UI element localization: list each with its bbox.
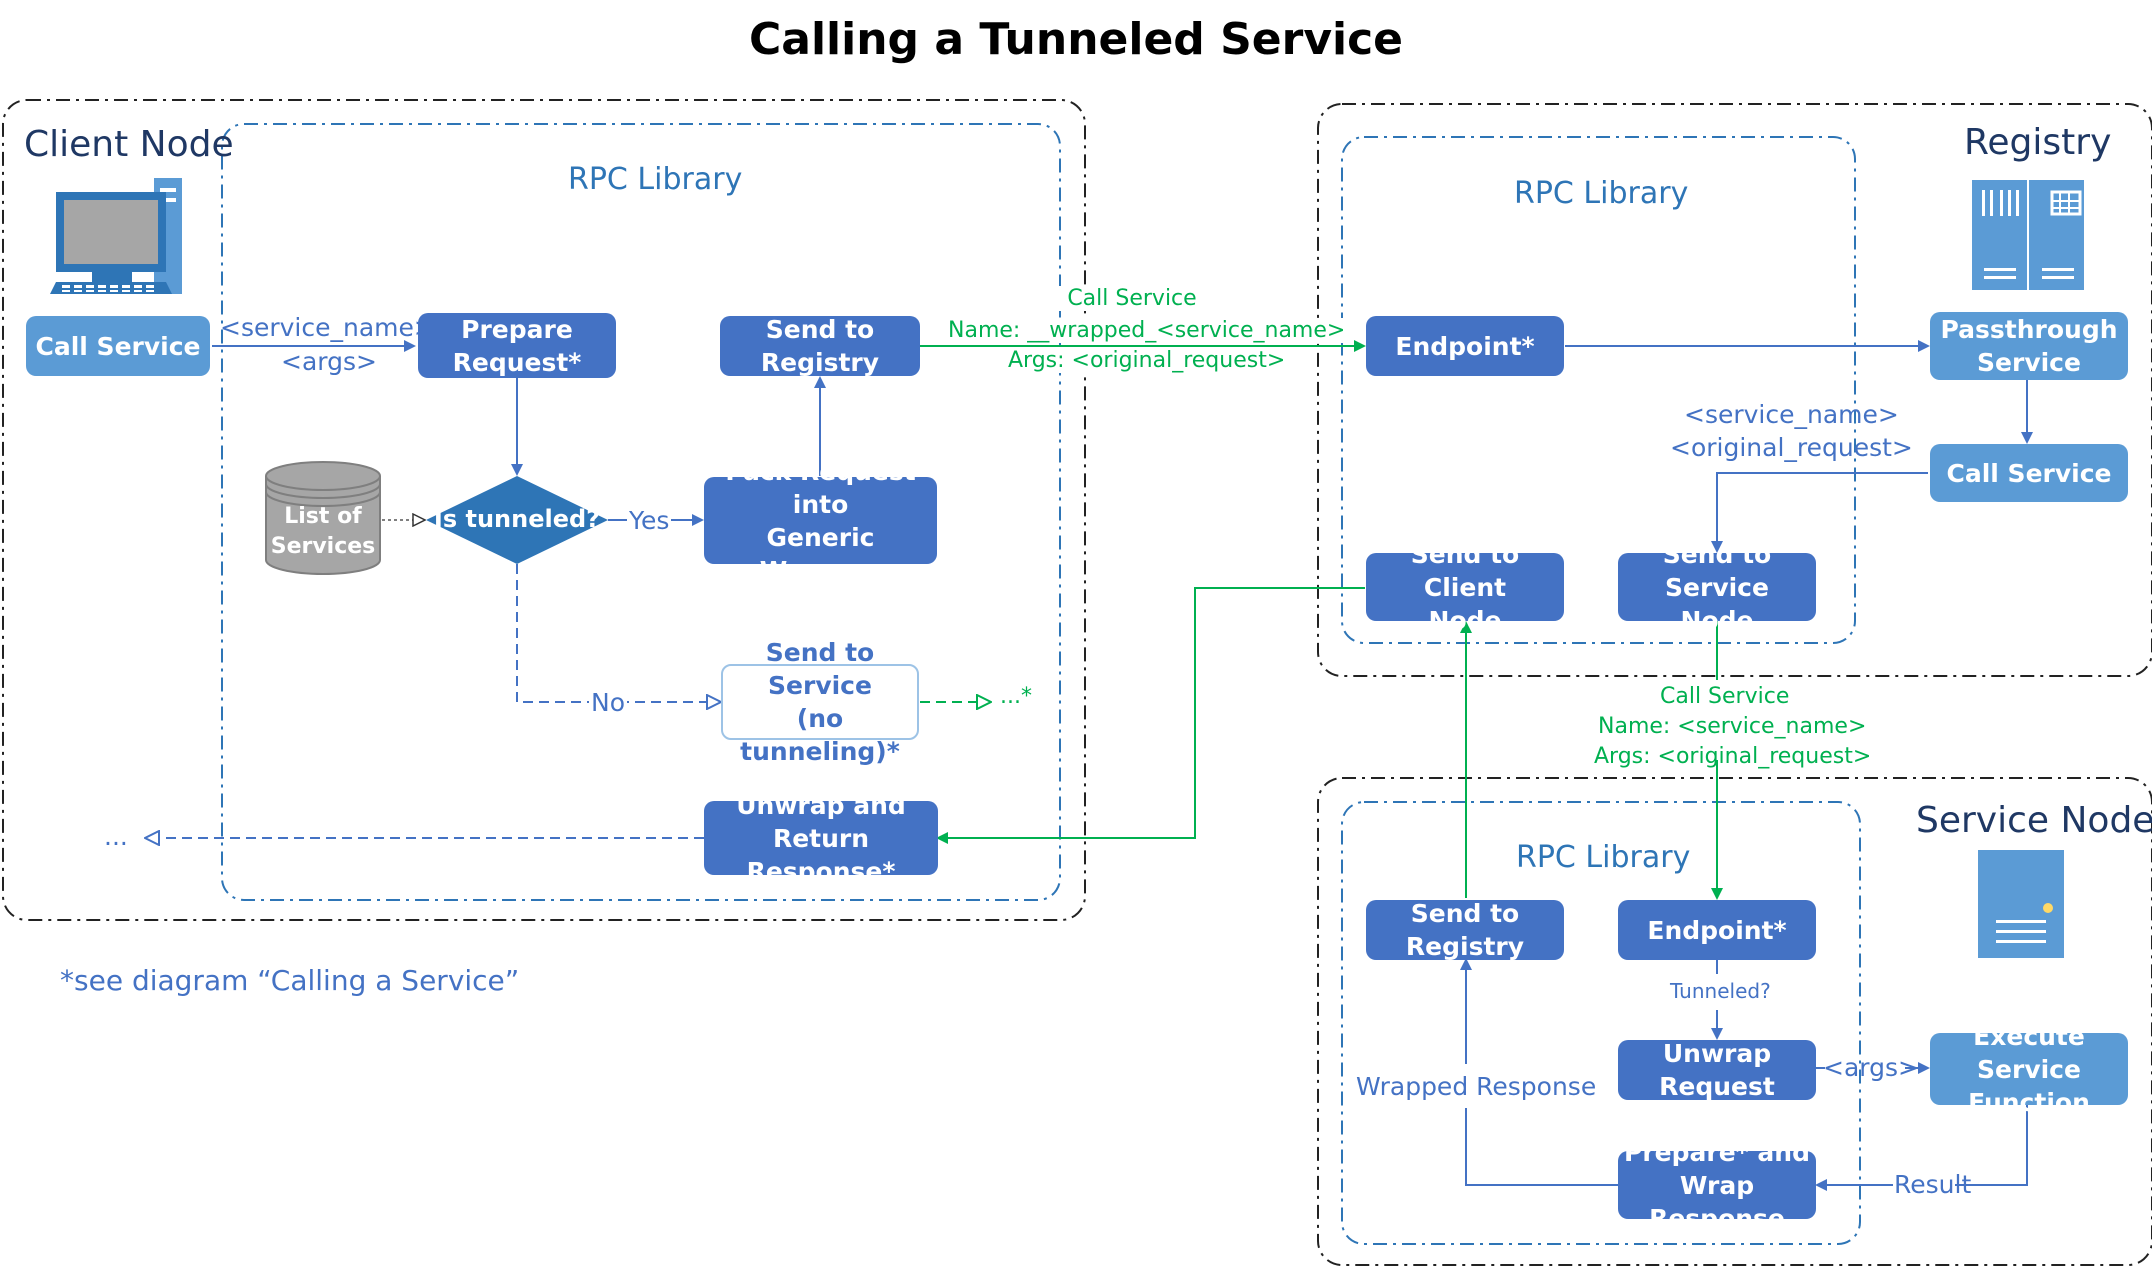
result-label: Result bbox=[1894, 1170, 1972, 1199]
service-node-container bbox=[1317, 777, 2152, 1266]
registry-service-name-label: <service_name> bbox=[1684, 400, 1899, 429]
wrapped-response-label: Wrapped Response bbox=[1354, 1072, 1599, 1101]
registry-node-container bbox=[1317, 103, 2152, 677]
call-service-box[interactable]: Call Service bbox=[26, 316, 210, 376]
service-library-container bbox=[1341, 801, 1861, 1245]
registry-title: Registry bbox=[1964, 122, 2112, 163]
registry-endpoint-box[interactable]: Endpoint* bbox=[1366, 316, 1564, 376]
service-args-label: <args> bbox=[1823, 1053, 1919, 1082]
decision-diamond bbox=[426, 476, 608, 564]
registry-call-line1: Call Service bbox=[972, 286, 1292, 311]
service-call-line2: Name: <service_name> bbox=[1598, 714, 1867, 739]
service-endpoint-box[interactable]: Endpoint* bbox=[1618, 900, 1816, 960]
service-call-line1: Call Service bbox=[1660, 684, 1790, 709]
server-tower-icon bbox=[1978, 850, 2064, 958]
prepare-wrap-box[interactable]: Prepare* and Wrap Response bbox=[1618, 1138, 1816, 1233]
registry-original-request-label: <original_request> bbox=[1670, 433, 1913, 462]
tunneled-label: Tunneled? bbox=[1670, 979, 1771, 1003]
registry-library-title: RPC Library bbox=[1514, 176, 1689, 211]
no-label: No bbox=[589, 688, 627, 717]
yes-label: Yes bbox=[627, 506, 672, 535]
registry-library-container bbox=[1341, 136, 1856, 644]
send-to-registry-box[interactable]: Send to Registry bbox=[720, 315, 920, 377]
client-library-title: RPC Library bbox=[568, 162, 743, 197]
send-to-service-box[interactable]: Send to Service (no tunneling)* bbox=[721, 638, 919, 766]
send-to-client-node-box[interactable]: Send to Client Node bbox=[1366, 540, 1564, 635]
service-call-line3: Args: <original_request> bbox=[1594, 744, 1872, 769]
prepare-request-box[interactable]: Prepare Request* bbox=[418, 313, 616, 378]
list-of-services-label: List of Services bbox=[270, 504, 376, 559]
page-title: Calling a Tunneled Service bbox=[748, 14, 1404, 65]
execute-service-box[interactable]: Execute Service Function bbox=[1930, 1022, 2128, 1117]
registry-call-line2: Name: __wrapped_<service_name> bbox=[948, 318, 1346, 343]
server-rack-icon bbox=[1972, 180, 2084, 290]
client-library-container bbox=[221, 123, 1061, 901]
unwrap-request-box[interactable]: Unwrap Request bbox=[1618, 1039, 1816, 1101]
service-library-title: RPC Library bbox=[1516, 840, 1691, 875]
registry-call-service-box[interactable]: Call Service bbox=[1930, 444, 2128, 502]
decision-label: Is tunneled? bbox=[433, 505, 601, 533]
pack-request-box[interactable]: Pack Request into Generic Wrapper bbox=[704, 457, 937, 585]
passthrough-service-box[interactable]: Passthrough Service bbox=[1930, 312, 2128, 380]
client-node-title: Client Node bbox=[24, 124, 234, 165]
unwrap-return-box[interactable]: Unwrap and Return Response* bbox=[704, 791, 938, 886]
return-ellipsis: ... bbox=[104, 822, 128, 851]
database-cylinder bbox=[265, 461, 381, 575]
args-label: <args> bbox=[281, 347, 377, 376]
service-name-label: <service_name> bbox=[220, 313, 435, 342]
computer-icon bbox=[50, 178, 182, 294]
send-to-service-node-box[interactable]: Send to Service Node bbox=[1618, 540, 1816, 635]
client-node-container bbox=[2, 99, 1086, 921]
registry-call-line3: Args: <original_request> bbox=[1008, 348, 1286, 373]
footnote: *see diagram “Calling a Service” bbox=[60, 964, 520, 997]
continue-label: ...* bbox=[1000, 684, 1032, 709]
service-send-to-registry-box[interactable]: Send to Registry bbox=[1366, 899, 1564, 961]
service-node-title: Service Node bbox=[1916, 800, 2152, 841]
